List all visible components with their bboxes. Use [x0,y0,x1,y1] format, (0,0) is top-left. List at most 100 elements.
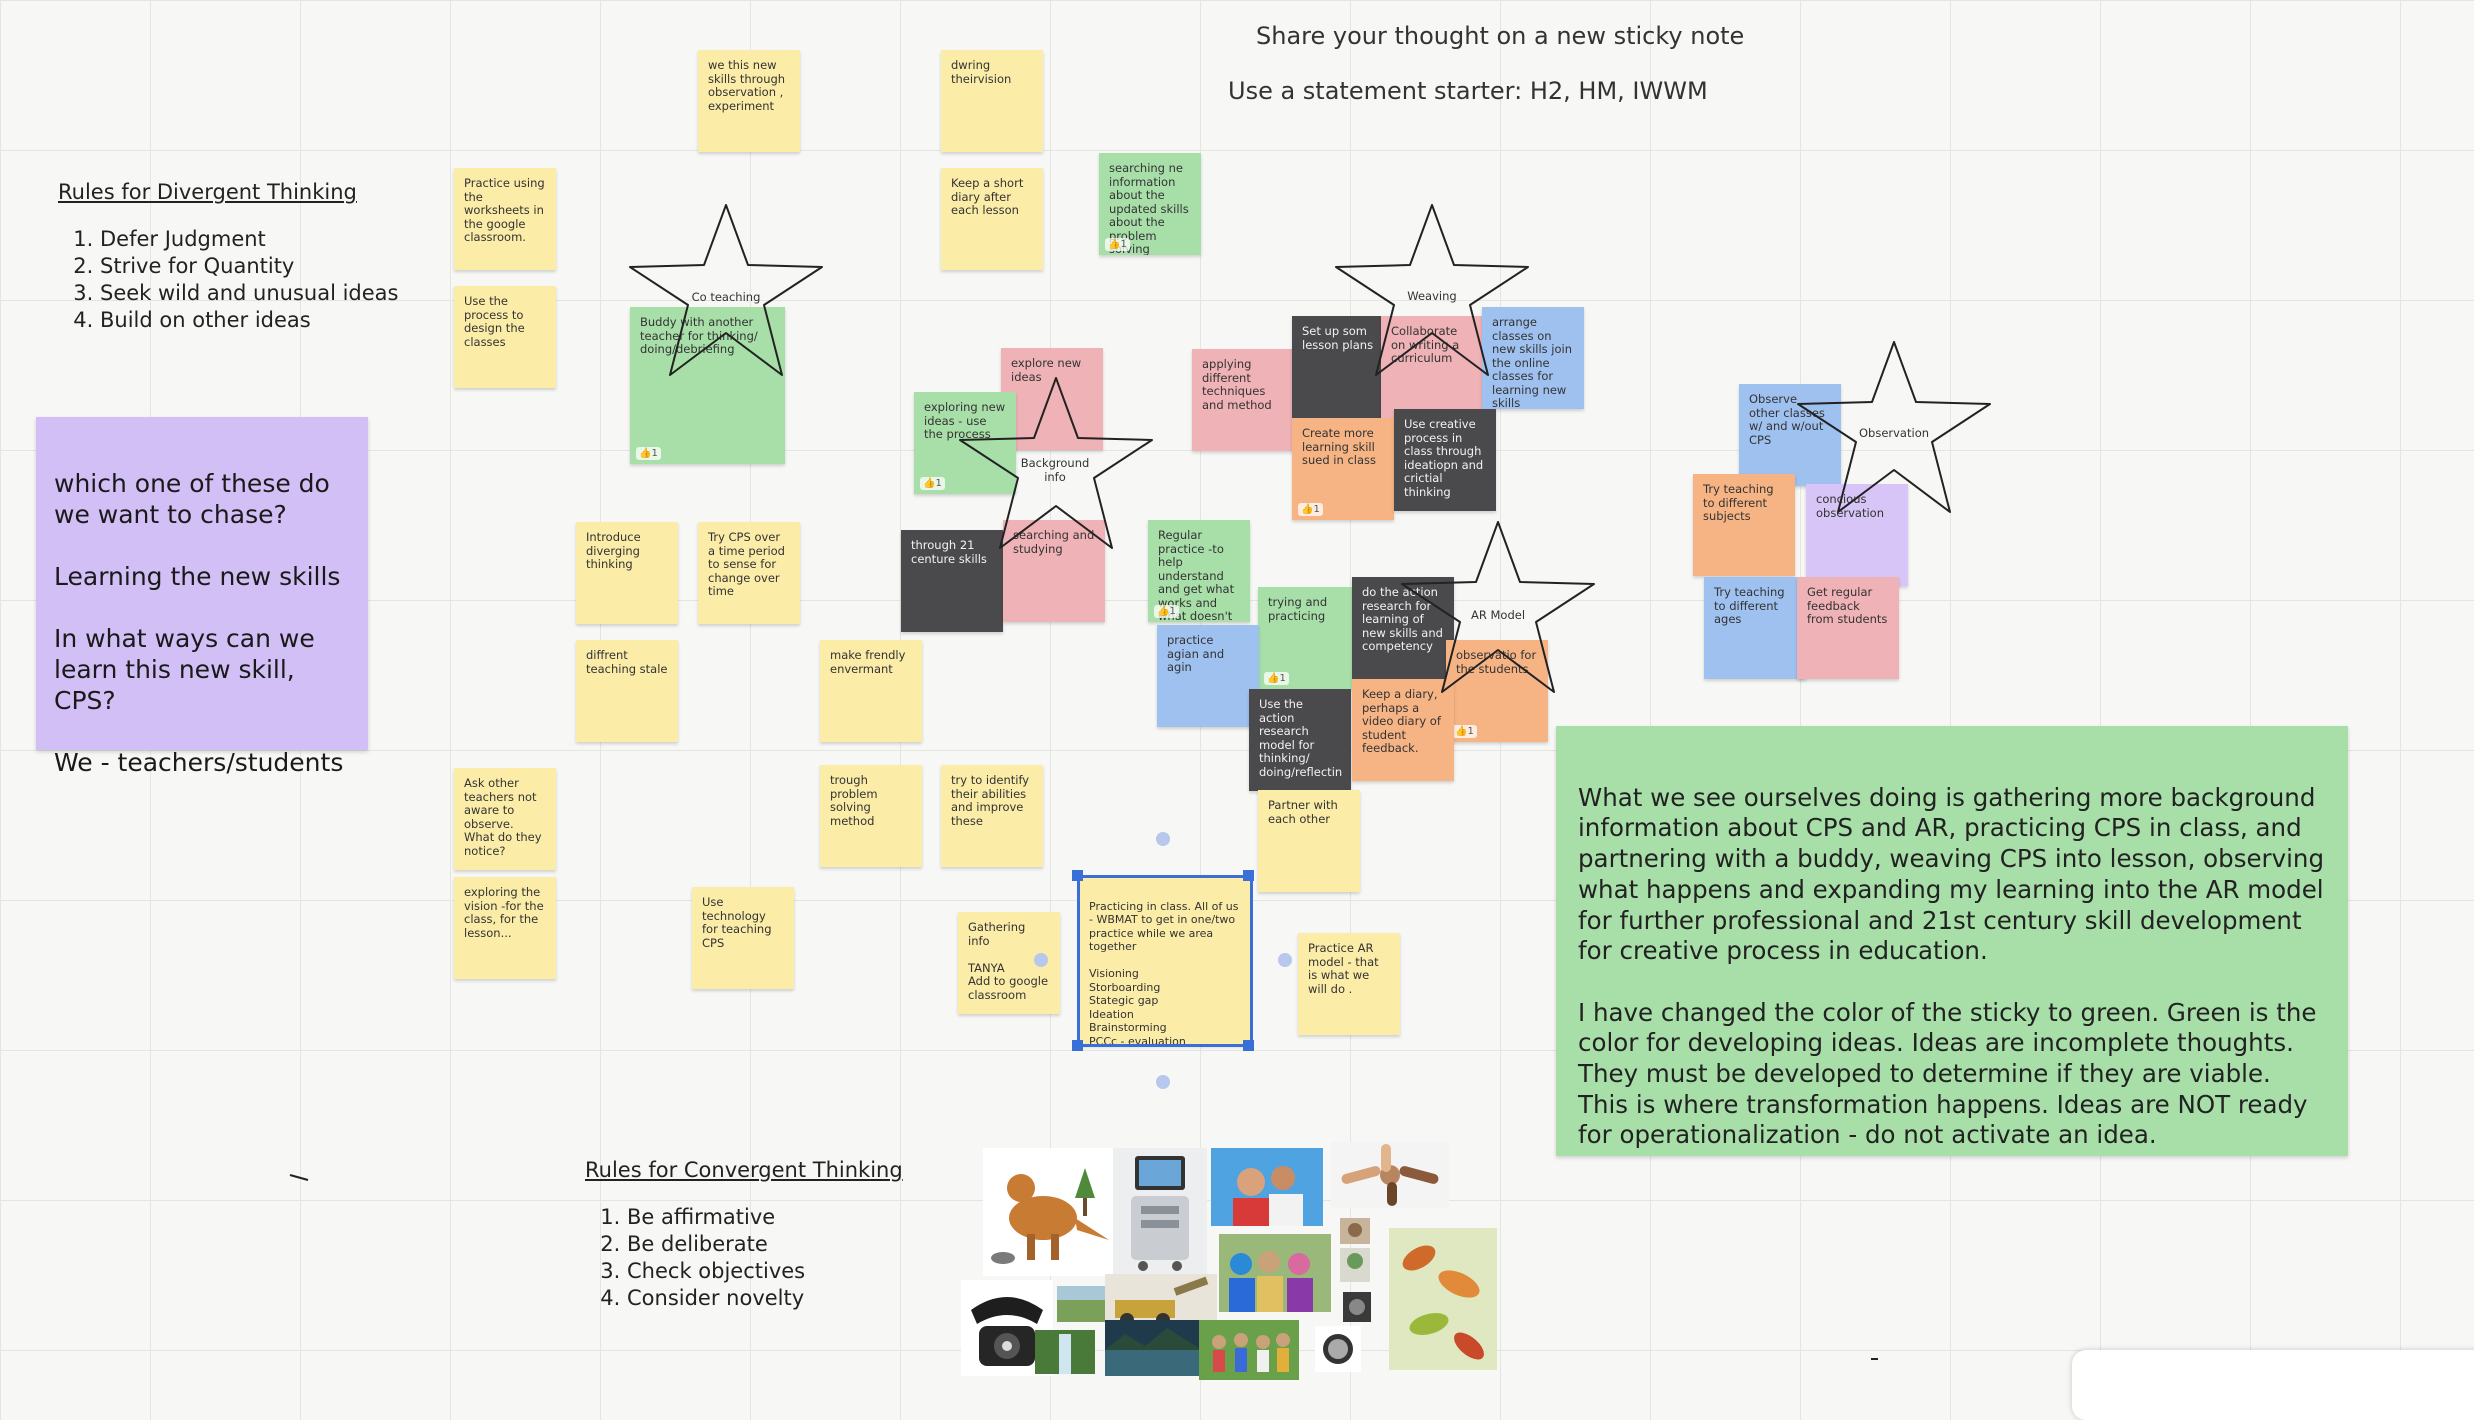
small-image[interactable] [1343,1292,1371,1322]
sticky-note[interactable]: Practice AR model - that is what we will… [1298,933,1400,1035]
convergent-rules-title: Rules for Convergent Thinking [585,1158,903,1182]
sticky-note[interactable]: applying different techniques and method [1192,349,1294,451]
sticky-note[interactable]: dwring theirvision [941,50,1043,152]
star-shape-background-info[interactable] [958,376,1154,551]
like-badge[interactable]: 👍1 [636,446,661,460]
sticky-note[interactable]: Try CPS over a time period to sense for … [698,522,800,624]
divergent-rules[interactable]: Rules for Divergent Thinking Defer Judgm… [58,180,399,334]
resize-handle-bottom-right[interactable] [1243,1040,1254,1051]
convergent-rule: Be deliberate [627,1231,903,1258]
sticky-note[interactable]: Use technology for teaching CPS [692,887,794,989]
sticky-note[interactable]: Set up som lesson plans [1292,316,1394,418]
like-badge[interactable]: 👍1 [1264,671,1289,685]
bottom-toolbar[interactable] [2072,1350,2474,1420]
sticky-note[interactable]: searching and studying [1003,520,1105,622]
connector-dot-top[interactable] [1156,832,1170,846]
convergent-rule: Check objectives [627,1258,903,1285]
sticky-text: Keep a short diary after each lesson [951,176,1024,217]
sticky-text: arrange classes on new skills join the o… [1492,315,1573,409]
sticky-text: exploring new ideas - use the process [924,400,1006,441]
lake-image[interactable] [1105,1320,1199,1376]
sticky-note[interactable]: practice agian and agin [1157,625,1259,727]
sticky-note[interactable]: Get regular feedback from students [1797,577,1899,679]
resize-handle-top-right[interactable] [1243,870,1254,881]
star-label-weaving: Weaving [1407,289,1457,303]
resize-handle-top-left[interactable] [1072,870,1083,881]
sticky-text: concious observation [1816,492,1885,520]
sticky-note[interactable]: observatio for the students👍1 [1446,640,1548,742]
like-badge[interactable]: 👍1 [1298,502,1323,516]
sticky-note[interactable]: Use the action research model for thinki… [1249,689,1351,791]
sticky-note[interactable]: concious observation [1806,484,1908,586]
people-image[interactable] [1211,1148,1323,1226]
sticky-note[interactable]: through 21 centure skills [901,530,1003,632]
group-outdoor-image[interactable] [1199,1320,1299,1380]
like-badge[interactable]: 👍1 [1452,724,1477,738]
dinosaur-image[interactable] [983,1148,1113,1276]
sticky-note[interactable]: Try teaching to different subjects [1693,474,1795,576]
summary-sticky-text: What we see ourselves doing is gathering… [1578,782,2324,1150]
sticky-note[interactable]: Regular practice -to help understand and… [1148,520,1250,622]
sticky-text: trying and practicing [1268,595,1328,623]
hands-image[interactable] [1331,1142,1449,1208]
sticky-note[interactable]: Buddy with another teacher for thinking/… [630,307,785,464]
sticky-note[interactable]: Use creative process in class through id… [1394,409,1496,511]
like-badge[interactable]: 👍1 [1154,604,1179,618]
connector-dot-right[interactable] [1278,953,1292,967]
sticky-text: Set up som lesson plans [1302,324,1374,352]
sticky-note[interactable]: try to identify their abilities and impr… [941,765,1043,867]
leaves-image[interactable] [1389,1228,1497,1370]
like-badge[interactable]: 👍1 [920,476,945,490]
sticky-note[interactable]: explore new ideas [1001,348,1103,450]
sticky-note[interactable]: Try teaching to different ages [1704,577,1806,679]
sticky-note[interactable]: Keep a diary, perhaps a video diary of s… [1352,679,1454,781]
telephone-image[interactable] [961,1280,1053,1376]
sticky-note[interactable]: we this new skills through observation ,… [698,50,800,152]
like-badge[interactable]: 👍1 [1105,237,1130,251]
machine-image[interactable] [1113,1148,1207,1274]
sticky-note[interactable]: Observe other classes w/ and w/out CPS [1739,384,1841,486]
sticky-note[interactable]: exploring the vision -for the class, for… [454,877,556,979]
star-shape-ar-model[interactable] [1400,520,1596,695]
sticky-text: Ask other teachers not aware to observe.… [464,776,542,858]
landscape-image[interactable] [1057,1286,1111,1322]
waterfall-image[interactable] [1035,1330,1095,1374]
sticky-note[interactable]: Use the process to design the classes [454,286,556,388]
sticky-note[interactable]: searching ne information about the updat… [1099,153,1201,255]
star-label-ar-model: AR Model [1470,608,1526,622]
sticky-note[interactable]: Partner with each other [1258,790,1360,892]
sticky-note[interactable]: make frendly envermant [820,640,922,742]
connector-dot-bottom[interactable] [1156,1075,1170,1089]
star-shape-co-teaching[interactable] [628,203,824,378]
sticky-note[interactable]: trough problem solving method [820,765,922,867]
sticky-note[interactable]: diffrent teaching stale [576,640,678,742]
sticky-text: explore new ideas [1011,356,1082,384]
divergent-rule: Strive for Quantity [100,253,399,280]
resize-handle-bottom-left[interactable] [1072,1040,1083,1051]
sticky-note[interactable]: do the action research for learning of n… [1352,577,1454,679]
summary-sticky-note[interactable]: What we see ourselves doing is gathering… [1556,726,2348,1156]
watch-image[interactable] [1315,1326,1361,1372]
star-shape-observation[interactable] [1796,340,1992,515]
star-label-background-info: Background info [1020,456,1090,484]
image-collage[interactable] [955,1140,1500,1382]
sticky-note[interactable]: Create more learning skill sued in class… [1292,418,1394,520]
sticky-text: searching ne information about the updat… [1109,161,1189,255]
convergent-rules[interactable]: Rules for Convergent Thinking Be affirma… [585,1158,903,1312]
small-image[interactable] [1340,1248,1370,1282]
sticky-note[interactable]: Collaborate on writing a curriculum [1381,316,1483,418]
family-image[interactable] [1219,1234,1331,1312]
sticky-note[interactable]: Ask other teachers not aware to observe.… [454,768,556,870]
question-sticky-note[interactable]: which one of these do we want to chase? … [36,417,368,777]
sticky-note[interactable]: trying and practicing 👍1 [1258,587,1360,689]
sticky-note[interactable]: Introduce diverging thinking [576,522,678,624]
sticky-note[interactable]: Practice using the worksheets in the goo… [454,168,556,270]
selected-sticky-note[interactable]: Practicing in class. All of us - WBMAT t… [1079,877,1250,1045]
small-image[interactable] [1340,1218,1370,1244]
star-shape-weaving[interactable] [1334,203,1530,378]
connector-dot-left[interactable] [1034,953,1048,967]
sticky-text: Use the process to design the classes [464,294,525,349]
sticky-note[interactable]: arrange classes on new skills join the o… [1482,307,1584,409]
sticky-note[interactable]: Keep a short diary after each lesson [941,168,1043,270]
